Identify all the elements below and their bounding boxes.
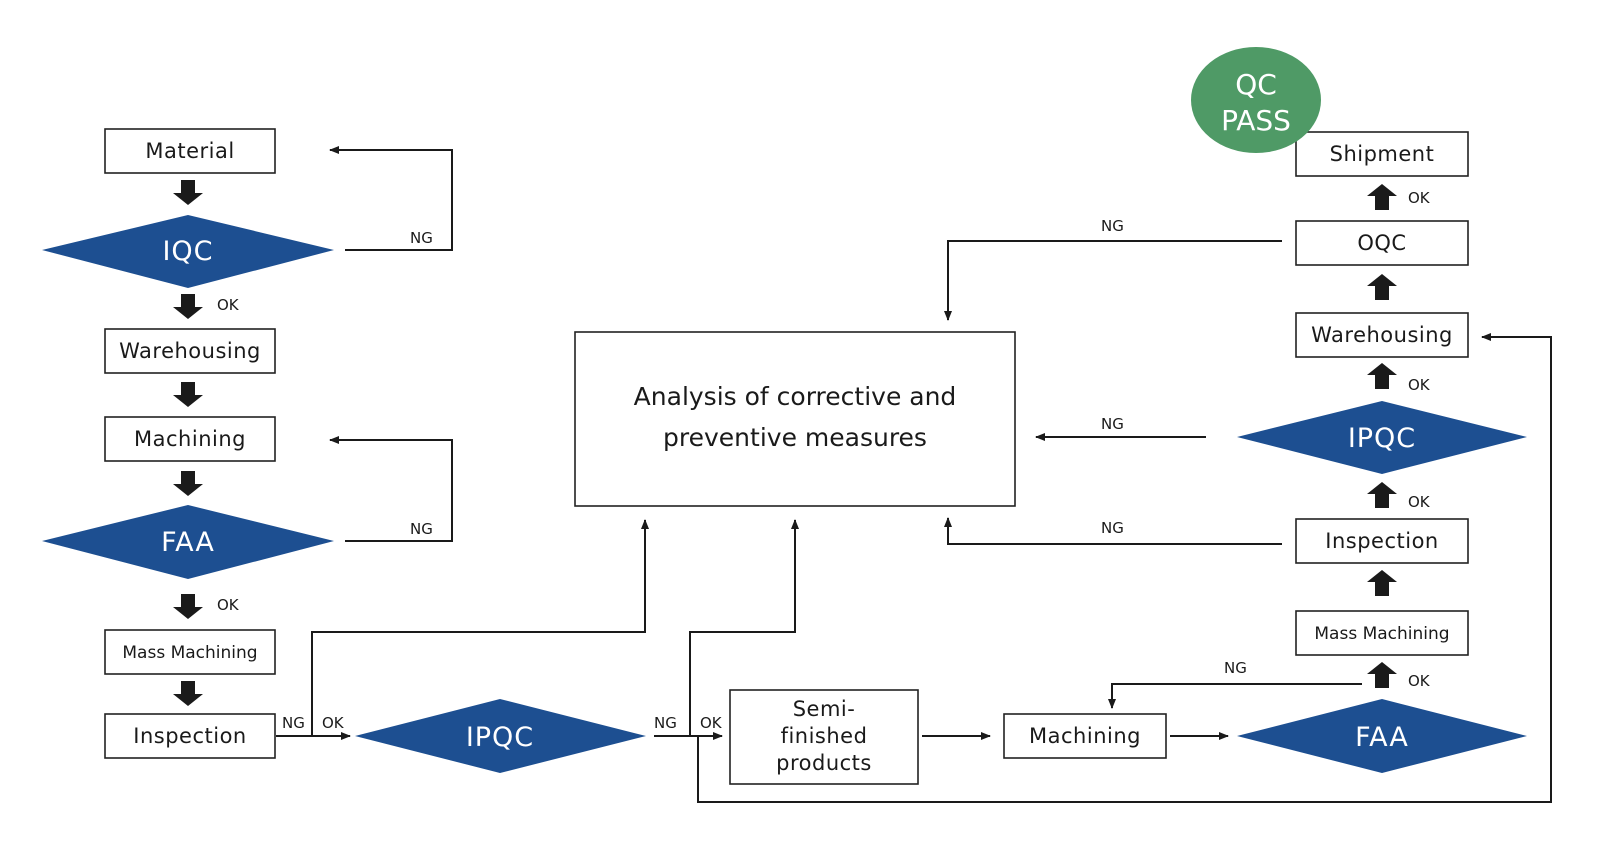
ok-label: OK [1408,189,1431,207]
down-arrow-icon [173,471,203,496]
ok-label: OK [1408,376,1431,394]
oqc-box: OQC [1295,220,1469,266]
machining-bottom-label: Machining [1029,724,1141,748]
machining-left-label: Machining [134,427,246,451]
faa-left-label: FAA [161,527,215,558]
iqc-diamond: IQC [42,215,334,288]
mass-machining-right-label: Mass Machining [1314,624,1449,644]
up-arrow-icon [1367,482,1397,508]
mass-machining-left-label: Mass Machining [122,643,257,663]
semi-finished-line-2: finished [781,724,868,748]
ok-label: OK [217,296,240,314]
warehousing-left-label: Warehousing [119,339,261,363]
connectors [276,146,1552,803]
stamp-line-2: PASS [1221,104,1291,137]
shipment-label: Shipment [1330,142,1435,166]
ng-label: NG [654,714,677,732]
down-arrow-icon [173,594,203,619]
analysis-line-2: preventive measures [663,423,927,452]
down-arrow-icon [173,180,203,205]
inspection-ng-connector [311,519,649,736]
ng-label: NG [1101,217,1124,235]
up-arrow-icon [1367,570,1397,596]
faa-right-ng-connector [1108,683,1362,709]
ipqc-ng-connector [689,519,799,736]
inspection-right-label: Inspection [1325,529,1438,553]
material-label: Material [145,139,234,163]
ok-label: OK [322,714,345,732]
ng-label: NG [1224,659,1247,677]
ng-label: NG [410,229,433,247]
ipqc-right-diamond: IPQC [1237,401,1527,474]
ng-label: NG [1101,415,1124,433]
up-arrow-icon [1367,274,1397,300]
up-arrow-icon [1367,184,1397,210]
ok-label: OK [700,714,723,732]
return-loop-connector [697,333,1552,803]
analysis-line-1: Analysis of corrective and [634,382,957,411]
faa-left-ng-connector [329,436,453,542]
qc-pass-stamp: QC PASS [1191,47,1321,153]
ok-label: OK [1408,672,1431,690]
warehousing-right-label: Warehousing [1311,323,1453,347]
warehousing-left-box: Warehousing [104,328,276,374]
inspection-right-box: Inspection [1295,518,1469,564]
oqc-label: OQC [1357,231,1406,255]
semi-finished-line-1: Semi- [793,697,856,721]
left-flow-arrows [173,180,203,706]
semi-finished-box: Semi- finished products [729,689,919,785]
faa-right-label: FAA [1355,722,1409,753]
ipqc-bottom-diamond: IPQC [355,699,646,773]
up-arrow-icon [1367,662,1397,688]
material-box: Material [104,128,276,174]
machining-left-box: Machining [104,416,276,462]
inspection-right-ng-connector [944,517,1282,545]
down-arrow-icon [173,294,203,319]
right-flow-arrows [1367,184,1397,688]
mass-machining-left-box: Mass Machining [104,629,276,675]
inspection-left-label: Inspection [133,724,246,748]
ok-label: OK [217,596,240,614]
ng-label: NG [410,520,433,538]
semi-finished-line-3: products [776,751,872,775]
oqc-ng-connector [944,240,1282,321]
shipment-box: Shipment [1295,131,1469,177]
inspection-left-box: Inspection [104,713,276,759]
mass-machining-right-box: Mass Machining [1295,610,1469,656]
machining-bottom-box: Machining [1003,713,1167,759]
down-arrow-icon [173,382,203,407]
flow-labels: NG NG OK OK NG OK NG OK NG OK OK OK OK N… [217,189,1431,732]
down-arrow-icon [173,681,203,706]
faa-right-diamond: FAA [1237,699,1527,773]
ipqc-bottom-label: IPQC [466,722,534,753]
ipqc-right-label: IPQC [1348,423,1416,454]
faa-left-diamond: FAA [42,505,334,579]
warehousing-right-box: Warehousing [1295,312,1469,358]
ok-label: OK [1408,493,1431,511]
ng-label: NG [282,714,305,732]
iqc-ng-connector [329,146,453,251]
iqc-label: IQC [162,236,213,267]
stamp-line-1: QC [1235,68,1277,101]
analysis-box: Analysis of corrective and preventive me… [574,331,1016,507]
up-arrow-icon [1367,363,1397,389]
ng-label: NG [1101,519,1124,537]
